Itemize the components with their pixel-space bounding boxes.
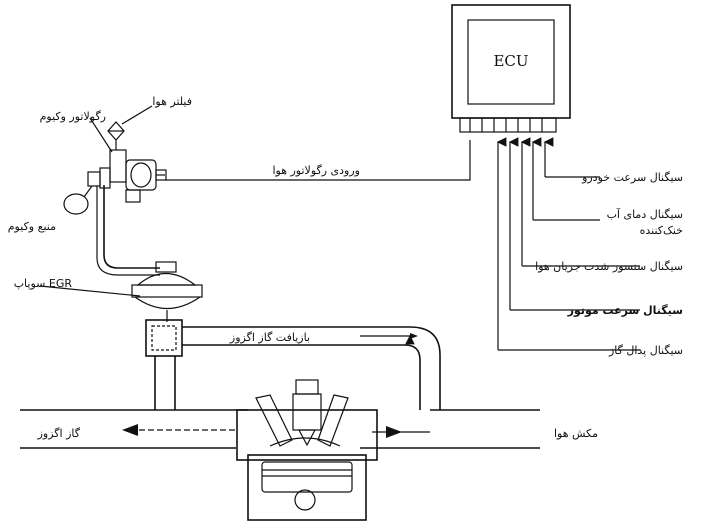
signal-vehicle-speed-label: سیگنال سرعت خودرو — [581, 171, 683, 184]
vacuum-source-label: منبع وکیوم — [8, 220, 56, 233]
signal-coolant-temp-label-1: سیگنال دمای آب — [607, 207, 683, 221]
vacuum-regulator — [87, 121, 167, 203]
engine-cylinder — [236, 379, 378, 521]
signal-coolant-temp-label-2: خنک‌کننده — [640, 224, 683, 237]
signal-lines — [165, 137, 640, 351]
signal-pedal-label: سیگنال پدال گاز — [608, 344, 683, 357]
vacuum-regulator-label: رگولاتور وکیوم — [40, 110, 106, 123]
air-intake-label: مکش هوا — [554, 427, 598, 440]
signal-engine-speed-label: سیگنال سرعت موتور — [567, 304, 683, 317]
exhaust-recirculation-label: بازیافت گاز اگزوز — [229, 331, 310, 344]
egr-pipe — [182, 326, 441, 410]
regulator-input-label: ورودی رگولاتور هوا — [272, 164, 360, 177]
exhaust-gas-label: گاز اگزوز — [37, 427, 81, 440]
air-filter-label: فیلتر هوا — [152, 95, 192, 108]
egr-valve — [131, 261, 203, 357]
exhaust-manifold — [20, 409, 248, 449]
intake-manifold — [360, 409, 540, 449]
egr-valve-label: سوپاپ EGR — [14, 277, 73, 290]
ecu-unit: ECU — [451, 4, 571, 133]
signal-airflow-sensor-label: سیگنال سنسور شدت جریان هوا — [535, 260, 683, 273]
vacuum-source — [63, 185, 93, 215]
ecu-label: ECU — [493, 52, 528, 70]
